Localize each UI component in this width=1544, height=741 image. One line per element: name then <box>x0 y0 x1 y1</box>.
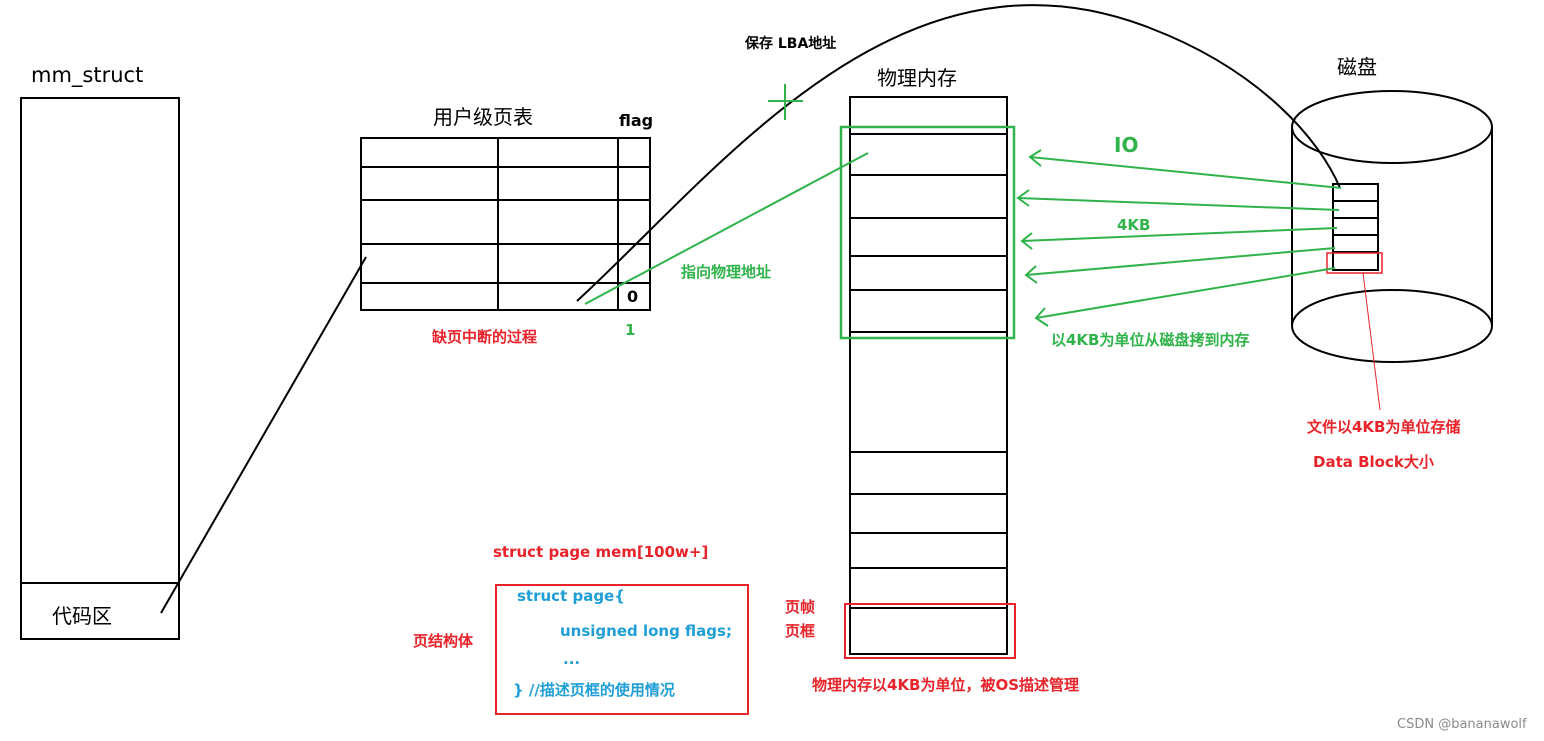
io-arrows <box>1016 149 1342 327</box>
flag-header: flag <box>619 111 654 130</box>
file-storage-label: 文件以4KB为单位存储 <box>1307 418 1461 436</box>
lba-curve <box>576 4 1341 302</box>
mm-struct-box <box>20 97 180 640</box>
disk-cylinder <box>1291 90 1493 363</box>
struct-page-box <box>495 584 749 715</box>
memory-title: 物理内存 <box>877 66 957 90</box>
physical-memory <box>849 96 1008 655</box>
page-table-title: 用户级页表 <box>433 105 533 129</box>
code-line-3: ... <box>563 650 581 668</box>
code-line-2: unsigned long flags; <box>560 622 732 640</box>
flag-value-one: 1 <box>625 321 636 339</box>
page-box-label: 页框 <box>785 622 816 640</box>
pagetable-to-memory-arrow <box>584 152 869 305</box>
points-physical-label: 指向物理地址 <box>681 263 772 281</box>
save-lba-label: 保存 LBA地址 <box>745 36 837 52</box>
code-area-label: 代码区 <box>52 604 112 628</box>
mm-struct-title: mm_struct <box>31 63 144 87</box>
code-to-pagetable-line <box>160 256 367 614</box>
disk-title: 磁盘 <box>1337 55 1377 79</box>
flag-value-zero: 0 <box>627 287 639 306</box>
page-fault-label: 缺页中断的过程 <box>432 328 538 346</box>
page-frame-highlight <box>844 603 1016 659</box>
lba-cross-mark <box>768 84 803 120</box>
data-block-pointer <box>1362 272 1381 411</box>
watermark: CSDN @bananawolf <box>1397 717 1527 732</box>
struct-array-label: struct page mem[100w+] <box>493 543 709 561</box>
disk-blocks <box>1332 183 1379 271</box>
data-block-label: Data Block大小 <box>1313 453 1434 471</box>
page-frame-label: 页帧 <box>785 598 816 616</box>
memory-loaded-region <box>839 125 1016 340</box>
data-block-highlight <box>1326 252 1383 274</box>
page-table <box>360 137 651 311</box>
four-kb-label: 4KB <box>1117 216 1151 234</box>
code-line-4: } //描述页框的使用情况 <box>513 681 675 699</box>
io-label: IO <box>1114 133 1139 157</box>
code-line-1: struct page{ <box>517 587 625 605</box>
page-struct-label: 页结构体 <box>413 632 474 650</box>
memory-managed-label: 物理内存以4KB为单位，被OS描述管理 <box>812 676 1080 694</box>
copy-from-disk-label: 以4KB为单位从磁盘拷到内存 <box>1051 331 1250 349</box>
